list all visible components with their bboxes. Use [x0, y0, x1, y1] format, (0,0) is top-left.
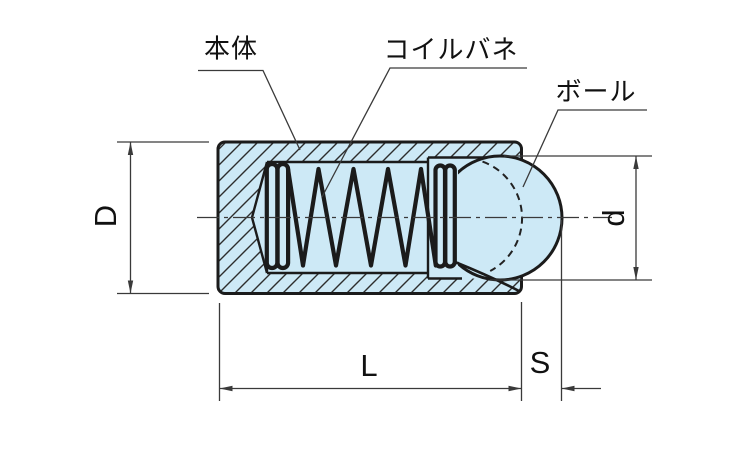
label-ball: ボール	[555, 76, 637, 107]
dimension-L	[218, 302, 523, 401]
ball-pressed-position-dashed-arc	[482, 160, 524, 272]
dimension-letter-d: d	[596, 209, 631, 227]
dimension-letter-S: S	[529, 345, 551, 380]
leader-coil-spring	[321, 67, 527, 198]
dimension-S	[560, 220, 601, 401]
dimension-d	[490, 155, 652, 281]
label-coil-spring: コイルバネ	[383, 34, 519, 65]
dimension-D	[117, 141, 209, 295]
leader-ball	[522, 109, 647, 188]
dimension-letter-D: D	[88, 204, 123, 228]
dimension-letter-L: L	[360, 348, 378, 383]
label-body: 本体	[203, 33, 259, 64]
leader-body	[198, 69, 301, 151]
crimp-edge	[454, 260, 520, 293]
